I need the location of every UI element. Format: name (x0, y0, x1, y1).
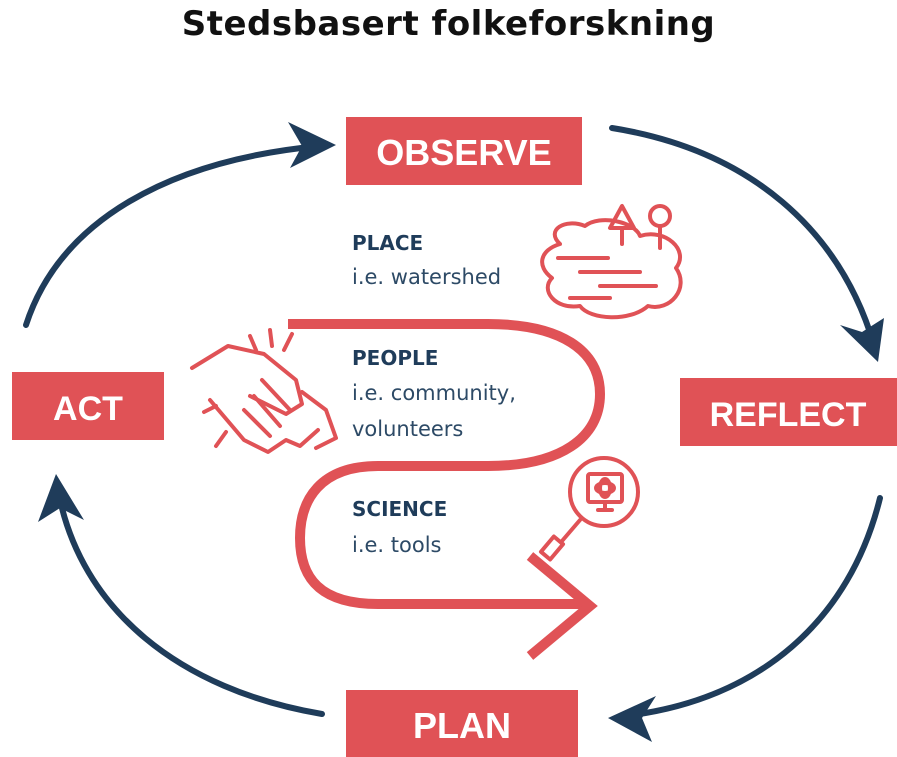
item-place: PLACE i.e. watershed (352, 231, 501, 289)
item-people-sub2: volunteers (352, 417, 463, 441)
handshake-icon (190, 328, 338, 454)
stage-act: ACT (12, 372, 164, 440)
stage-observe: OBSERVE (346, 117, 582, 185)
stage-plan: PLAN (346, 690, 578, 757)
arrow-reflect-to-plan (622, 495, 883, 719)
stage-plan-label: PLAN (413, 705, 511, 746)
item-place-sub: i.e. watershed (352, 265, 501, 289)
item-place-title: PLACE (352, 231, 423, 255)
arrow-plan-to-act (55, 487, 325, 717)
stage-reflect-label: REFLECT (710, 396, 867, 434)
item-science-sub: i.e. tools (352, 533, 442, 557)
stage-reflect: REFLECT (680, 378, 897, 446)
arrowhead-plan (608, 696, 656, 742)
arrowhead-act (38, 474, 84, 522)
stage-act-label: ACT (53, 390, 123, 428)
winding-path (288, 319, 605, 609)
arrow-observe-to-reflect (609, 125, 877, 348)
page-title: Stedsbasert folkeforskning (181, 4, 716, 44)
arrow-act-to-observe (23, 143, 323, 328)
item-people-sub1: i.e. community, (352, 381, 516, 405)
item-people: PEOPLE i.e. community, volunteers (352, 346, 516, 441)
arrowhead-observe (288, 122, 336, 168)
item-people-title: PEOPLE (352, 346, 438, 370)
arrowhead-reflect (840, 318, 884, 362)
map-pin-icon (540, 204, 683, 320)
item-science-title: SCIENCE (352, 497, 447, 521)
stage-observe-label: OBSERVE (376, 132, 551, 173)
winding-path-arrowhead (526, 552, 598, 660)
item-science: SCIENCE i.e. tools (352, 497, 447, 557)
magnifier-icon (538, 456, 640, 562)
